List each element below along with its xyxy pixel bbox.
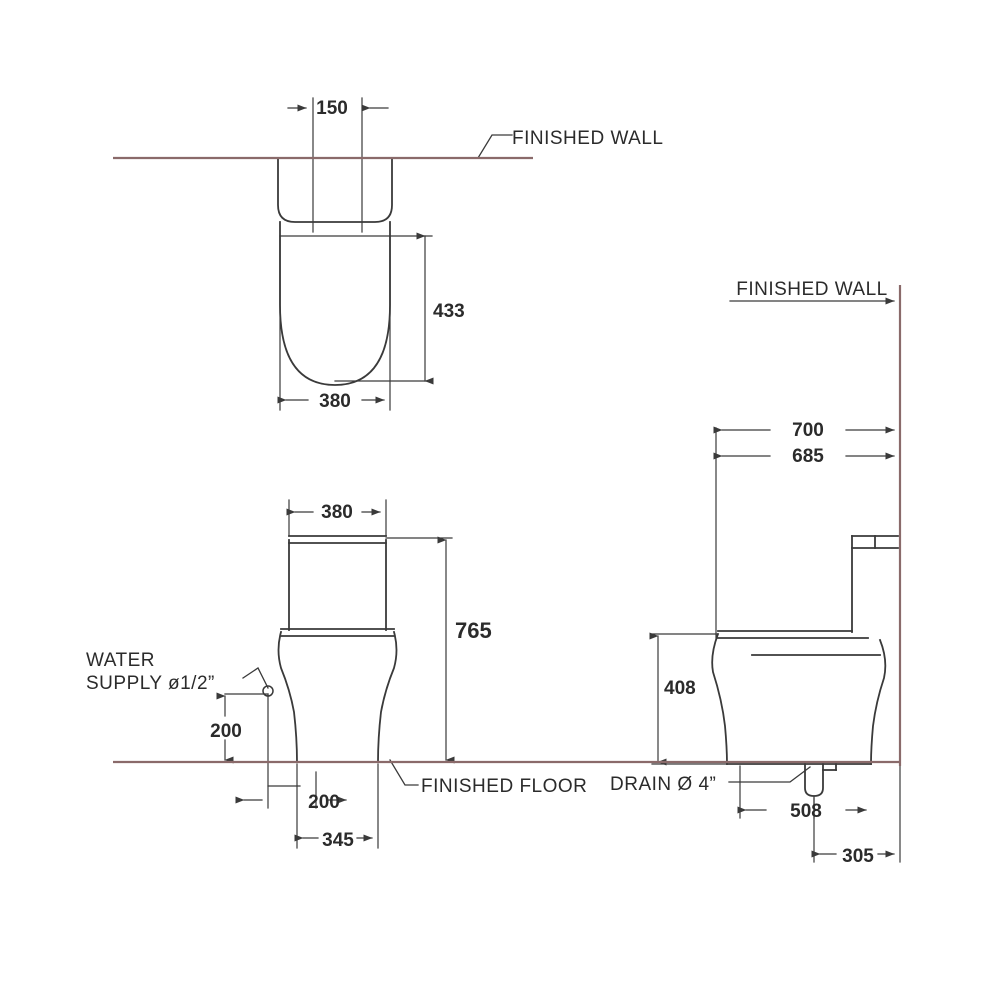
front-dim-380-lines: [286, 499, 387, 537]
front-water-supply-callout: [224, 667, 274, 697]
plan-dim-380-lines: [277, 235, 391, 411]
front-finished-floor-leader: [389, 759, 419, 786]
side-dim-700-label: 700: [792, 420, 824, 441]
front-dim-200-horizontal-lines: [235, 693, 347, 809]
side-drain-leader: [728, 766, 811, 783]
side-dim-408-lines: [649, 632, 728, 766]
side-dim-700-lines: [713, 426, 895, 641]
front-dim-345-label: 345: [322, 830, 354, 851]
plan-view-geometry: [277, 157, 393, 386]
side-elevation-geometry: [711, 535, 899, 797]
front-elevation-geometry: [277, 535, 398, 763]
front-dim-345-lines: [294, 763, 379, 849]
side-dim-685-label: 685: [792, 446, 824, 467]
front-dim-200-vertical-label: 200: [210, 721, 242, 742]
front-dim-765-label: 765: [455, 618, 492, 643]
plan-finished-wall-label: FINISHED WALL: [512, 128, 664, 149]
front-dim-380-label: 380: [321, 502, 353, 523]
water-supply-label-line1: WATER: [86, 650, 155, 671]
plan-dim-150-label: 150: [316, 98, 348, 119]
side-dim-305-label: 305: [842, 846, 874, 867]
plan-dim-433-lines: [279, 232, 434, 385]
side-dim-408-label: 408: [664, 678, 696, 699]
finished-floor-label: FINISHED FLOOR: [421, 776, 587, 797]
reference-lines: [113, 156, 902, 766]
side-dim-508-label: 508: [790, 801, 822, 822]
drain-label: DRAIN Ø 4”: [610, 774, 716, 795]
side-finished-wall-label: FINISHED WALL: [736, 279, 888, 300]
front-dim-200-horizontal-label: 200: [308, 792, 340, 813]
plan-dim-380-label: 380: [319, 391, 351, 412]
side-dim-305-lines: [811, 765, 901, 863]
plan-dim-433-label: 433: [433, 301, 465, 322]
front-dim-765-lines: [377, 536, 455, 764]
plan-finished-wall-leader: [477, 134, 513, 159]
plan-dim-150-lines: [287, 97, 389, 233]
water-supply-label-line2: SUPPLY ø1/2”: [86, 673, 215, 694]
